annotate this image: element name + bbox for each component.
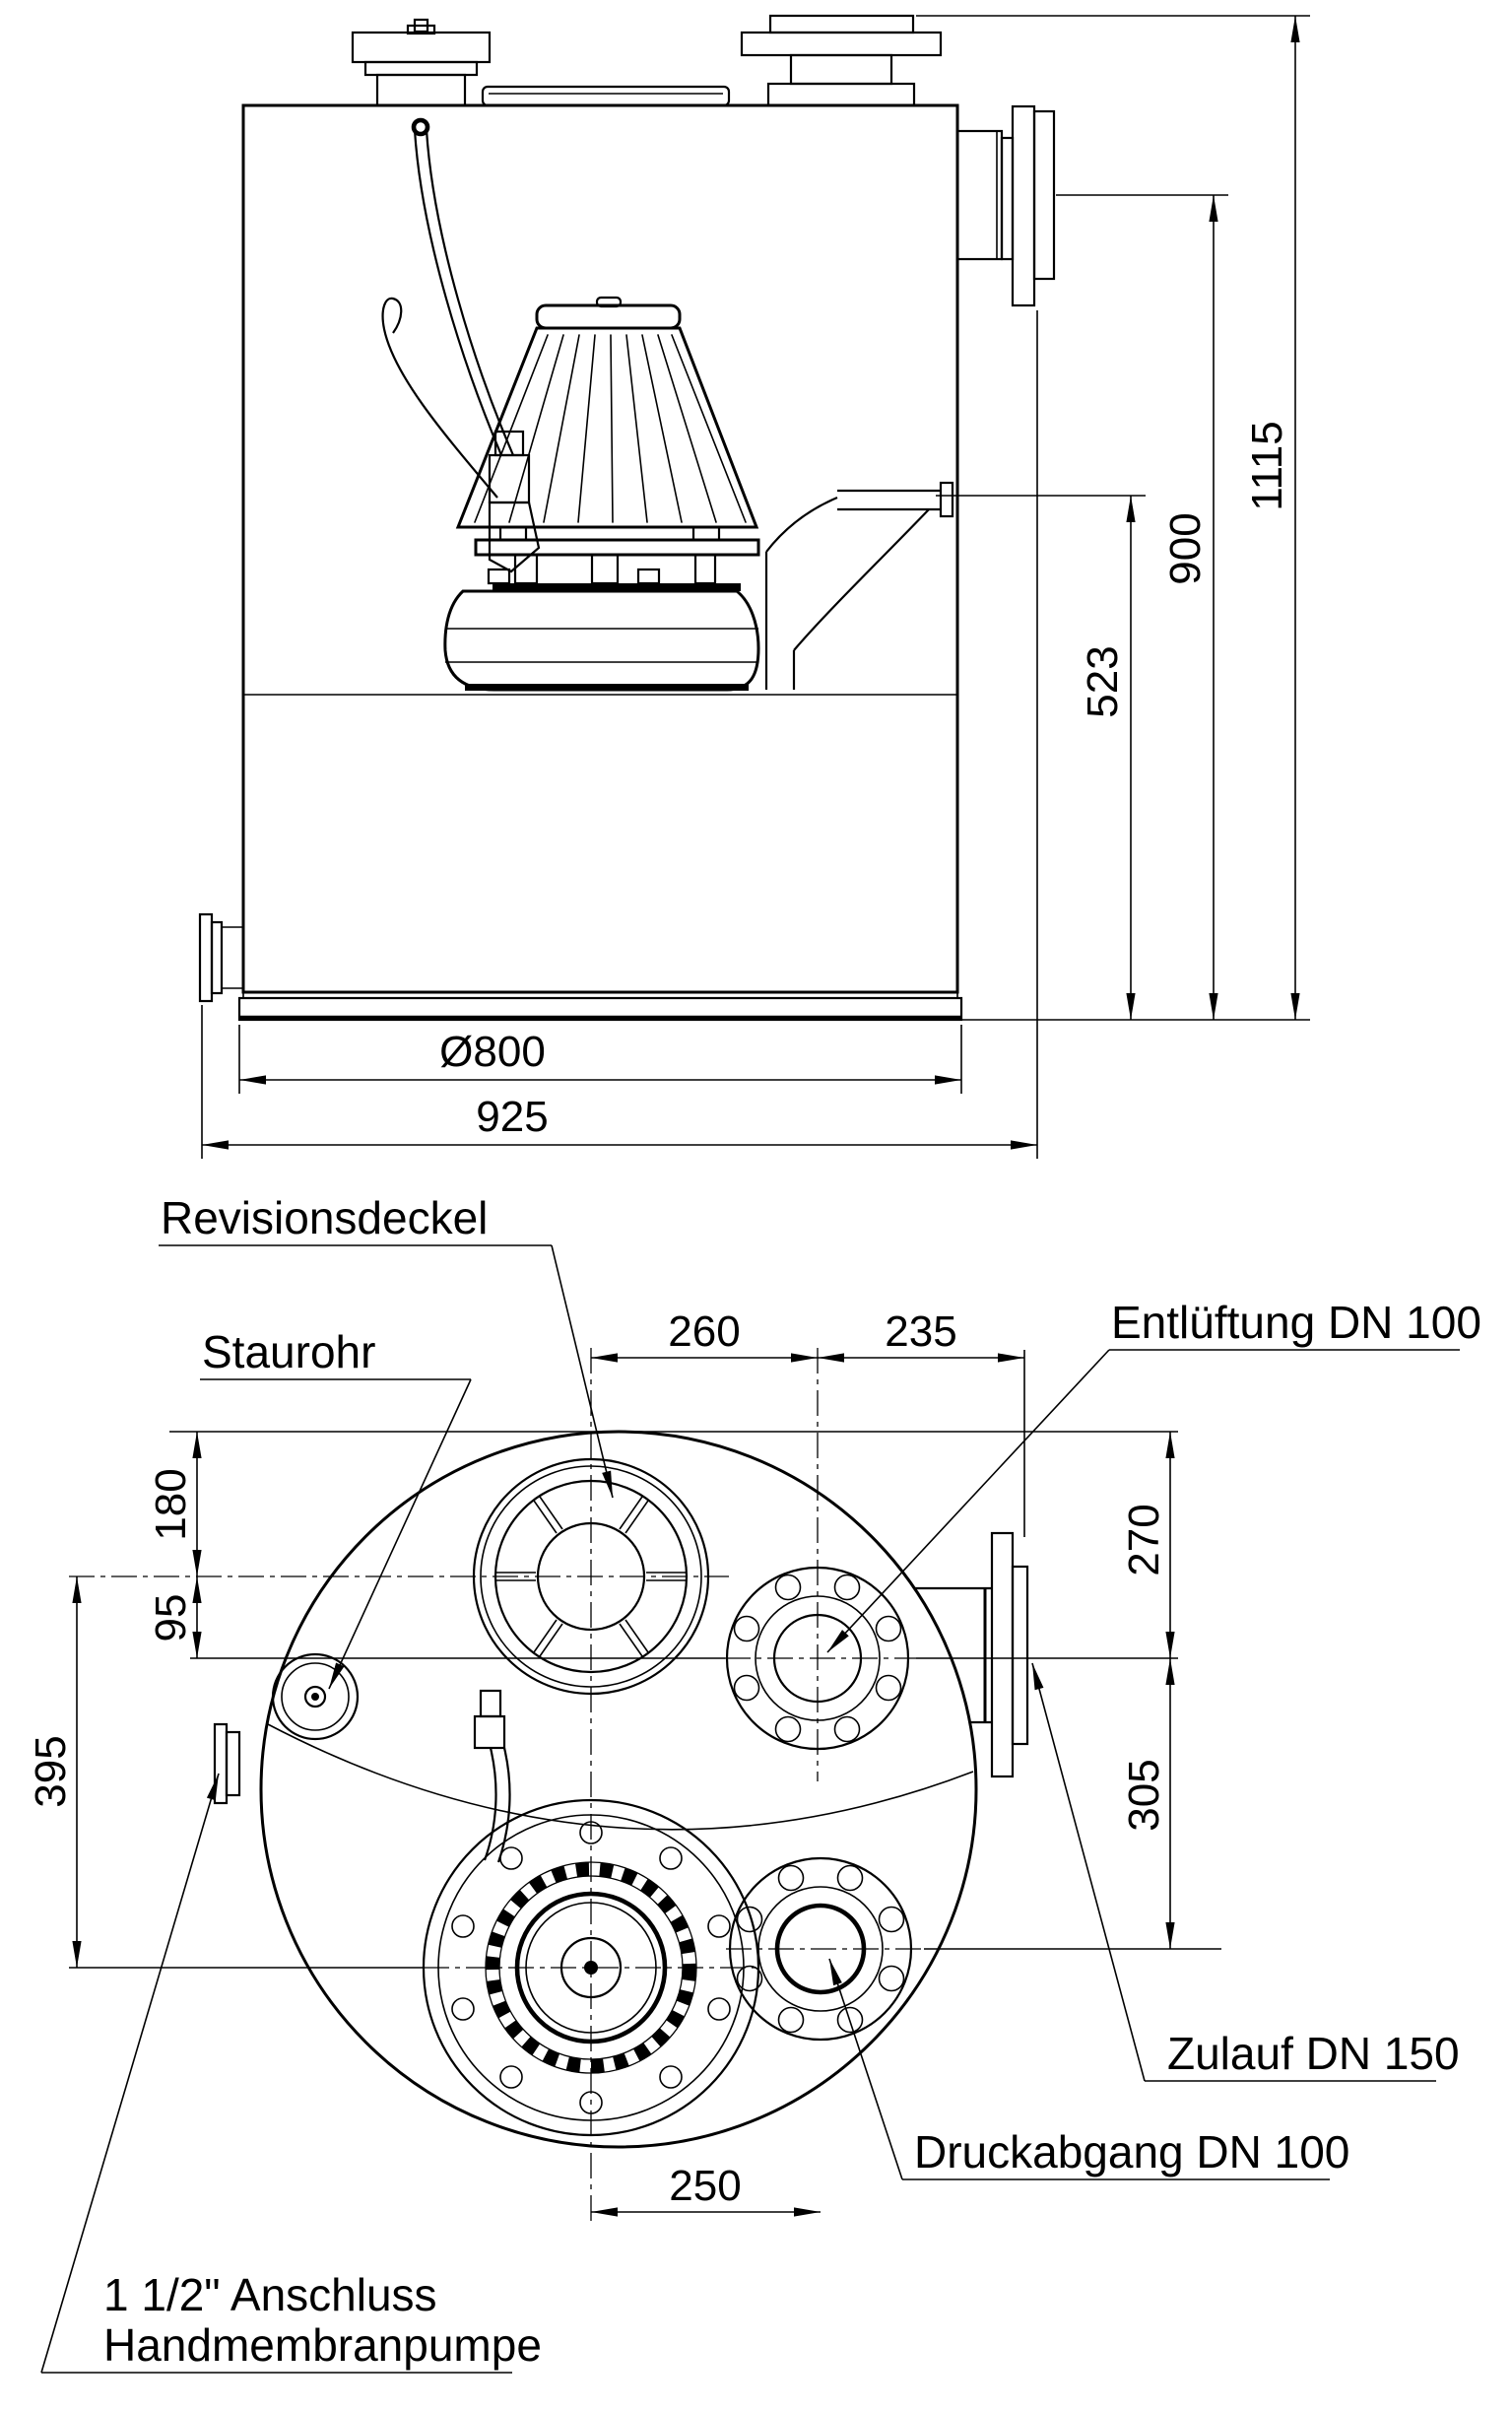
pressure-outlet-flange-top: [728, 1856, 913, 2042]
vent-bolt-holes: [733, 1574, 902, 1743]
dim-305: 305: [1120, 1759, 1168, 1831]
pump-cable-conduit-top: [473, 1689, 511, 1863]
tank-body: [241, 103, 959, 994]
inlet-flange-top: [914, 1531, 1029, 1778]
staurohr-cap-side: [351, 18, 492, 107]
submersible-pump: [381, 117, 954, 692]
motor-cap: [535, 303, 682, 330]
staurohr-top: [271, 1652, 360, 1741]
dim-925: 925: [476, 1093, 548, 1141]
label-handpump-line2: Handmembranpumpe: [103, 2319, 542, 2371]
dim-900: 900: [1161, 512, 1210, 584]
dim-800: Ø800: [439, 1028, 546, 1076]
top-view-labels: Revisionsdeckel Staurohr Entlüftung DN 1…: [40, 1192, 1481, 2374]
pump-clamp-ring: [486, 1862, 696, 2073]
side-view-dimensions: 1115 900 523 Ø800 925: [201, 15, 1310, 1159]
tank-outline-top: [259, 1430, 978, 2149]
label-pressure-outlet: Druckabgang DN 100: [914, 2126, 1349, 2178]
vent-flange-top: [725, 1566, 910, 1751]
dim-260: 260: [668, 1307, 740, 1356]
label-stau-pipe: Staurohr: [202, 1326, 375, 1377]
side-view: [198, 14, 1056, 1022]
pump-mounting-plate: [474, 525, 760, 585]
cover-spokes: [496, 1496, 686, 1657]
dim-235: 235: [885, 1307, 956, 1356]
top-view: [69, 1348, 1221, 2225]
dim-95: 95: [147, 1594, 195, 1642]
label-vent: Entlüftung DN 100: [1111, 1297, 1481, 1348]
handpump-connector-top: [213, 1722, 241, 1805]
outlet-bolt-holes: [736, 1864, 905, 2034]
label-inlet: Zulauf DN 150: [1167, 2028, 1460, 2079]
inlet-flange-side: [955, 104, 1056, 307]
cable-grommet: [411, 117, 430, 137]
handpump-connector-side: [198, 912, 243, 1003]
dim-180: 180: [147, 1468, 195, 1540]
pump-cable: [381, 117, 515, 499]
dim-250: 250: [669, 2162, 741, 2210]
motor-housing: [455, 326, 759, 529]
label-handpump-line1: 1 1/2" Anschluss: [103, 2269, 437, 2320]
dim-270: 270: [1120, 1504, 1168, 1575]
pump-bolt-circle: [451, 1821, 731, 2114]
top-view-dimensions: 180 95 395 260 235 270 305 250: [27, 1307, 1178, 2217]
inspection-cover-top: [472, 1457, 710, 1696]
motor-cooling-fins: [474, 334, 747, 523]
tank-bottom-rim: [237, 991, 963, 1022]
dim-523: 523: [1079, 645, 1127, 717]
lifting-hook-cable: [381, 297, 498, 499]
pump-top: [422, 1689, 760, 2137]
cable-gland: [488, 430, 541, 573]
dim-1115: 1115: [1243, 421, 1291, 510]
pump-volute: [443, 583, 760, 692]
discharge-pipe: [764, 481, 954, 690]
label-inspection-cover: Revisionsdeckel: [161, 1192, 488, 1243]
vent-connection-side: [740, 14, 943, 107]
tank-dome-seam: [267, 1723, 974, 1831]
inspection-cover-side: [481, 85, 731, 107]
dim-395: 395: [27, 1735, 75, 1807]
